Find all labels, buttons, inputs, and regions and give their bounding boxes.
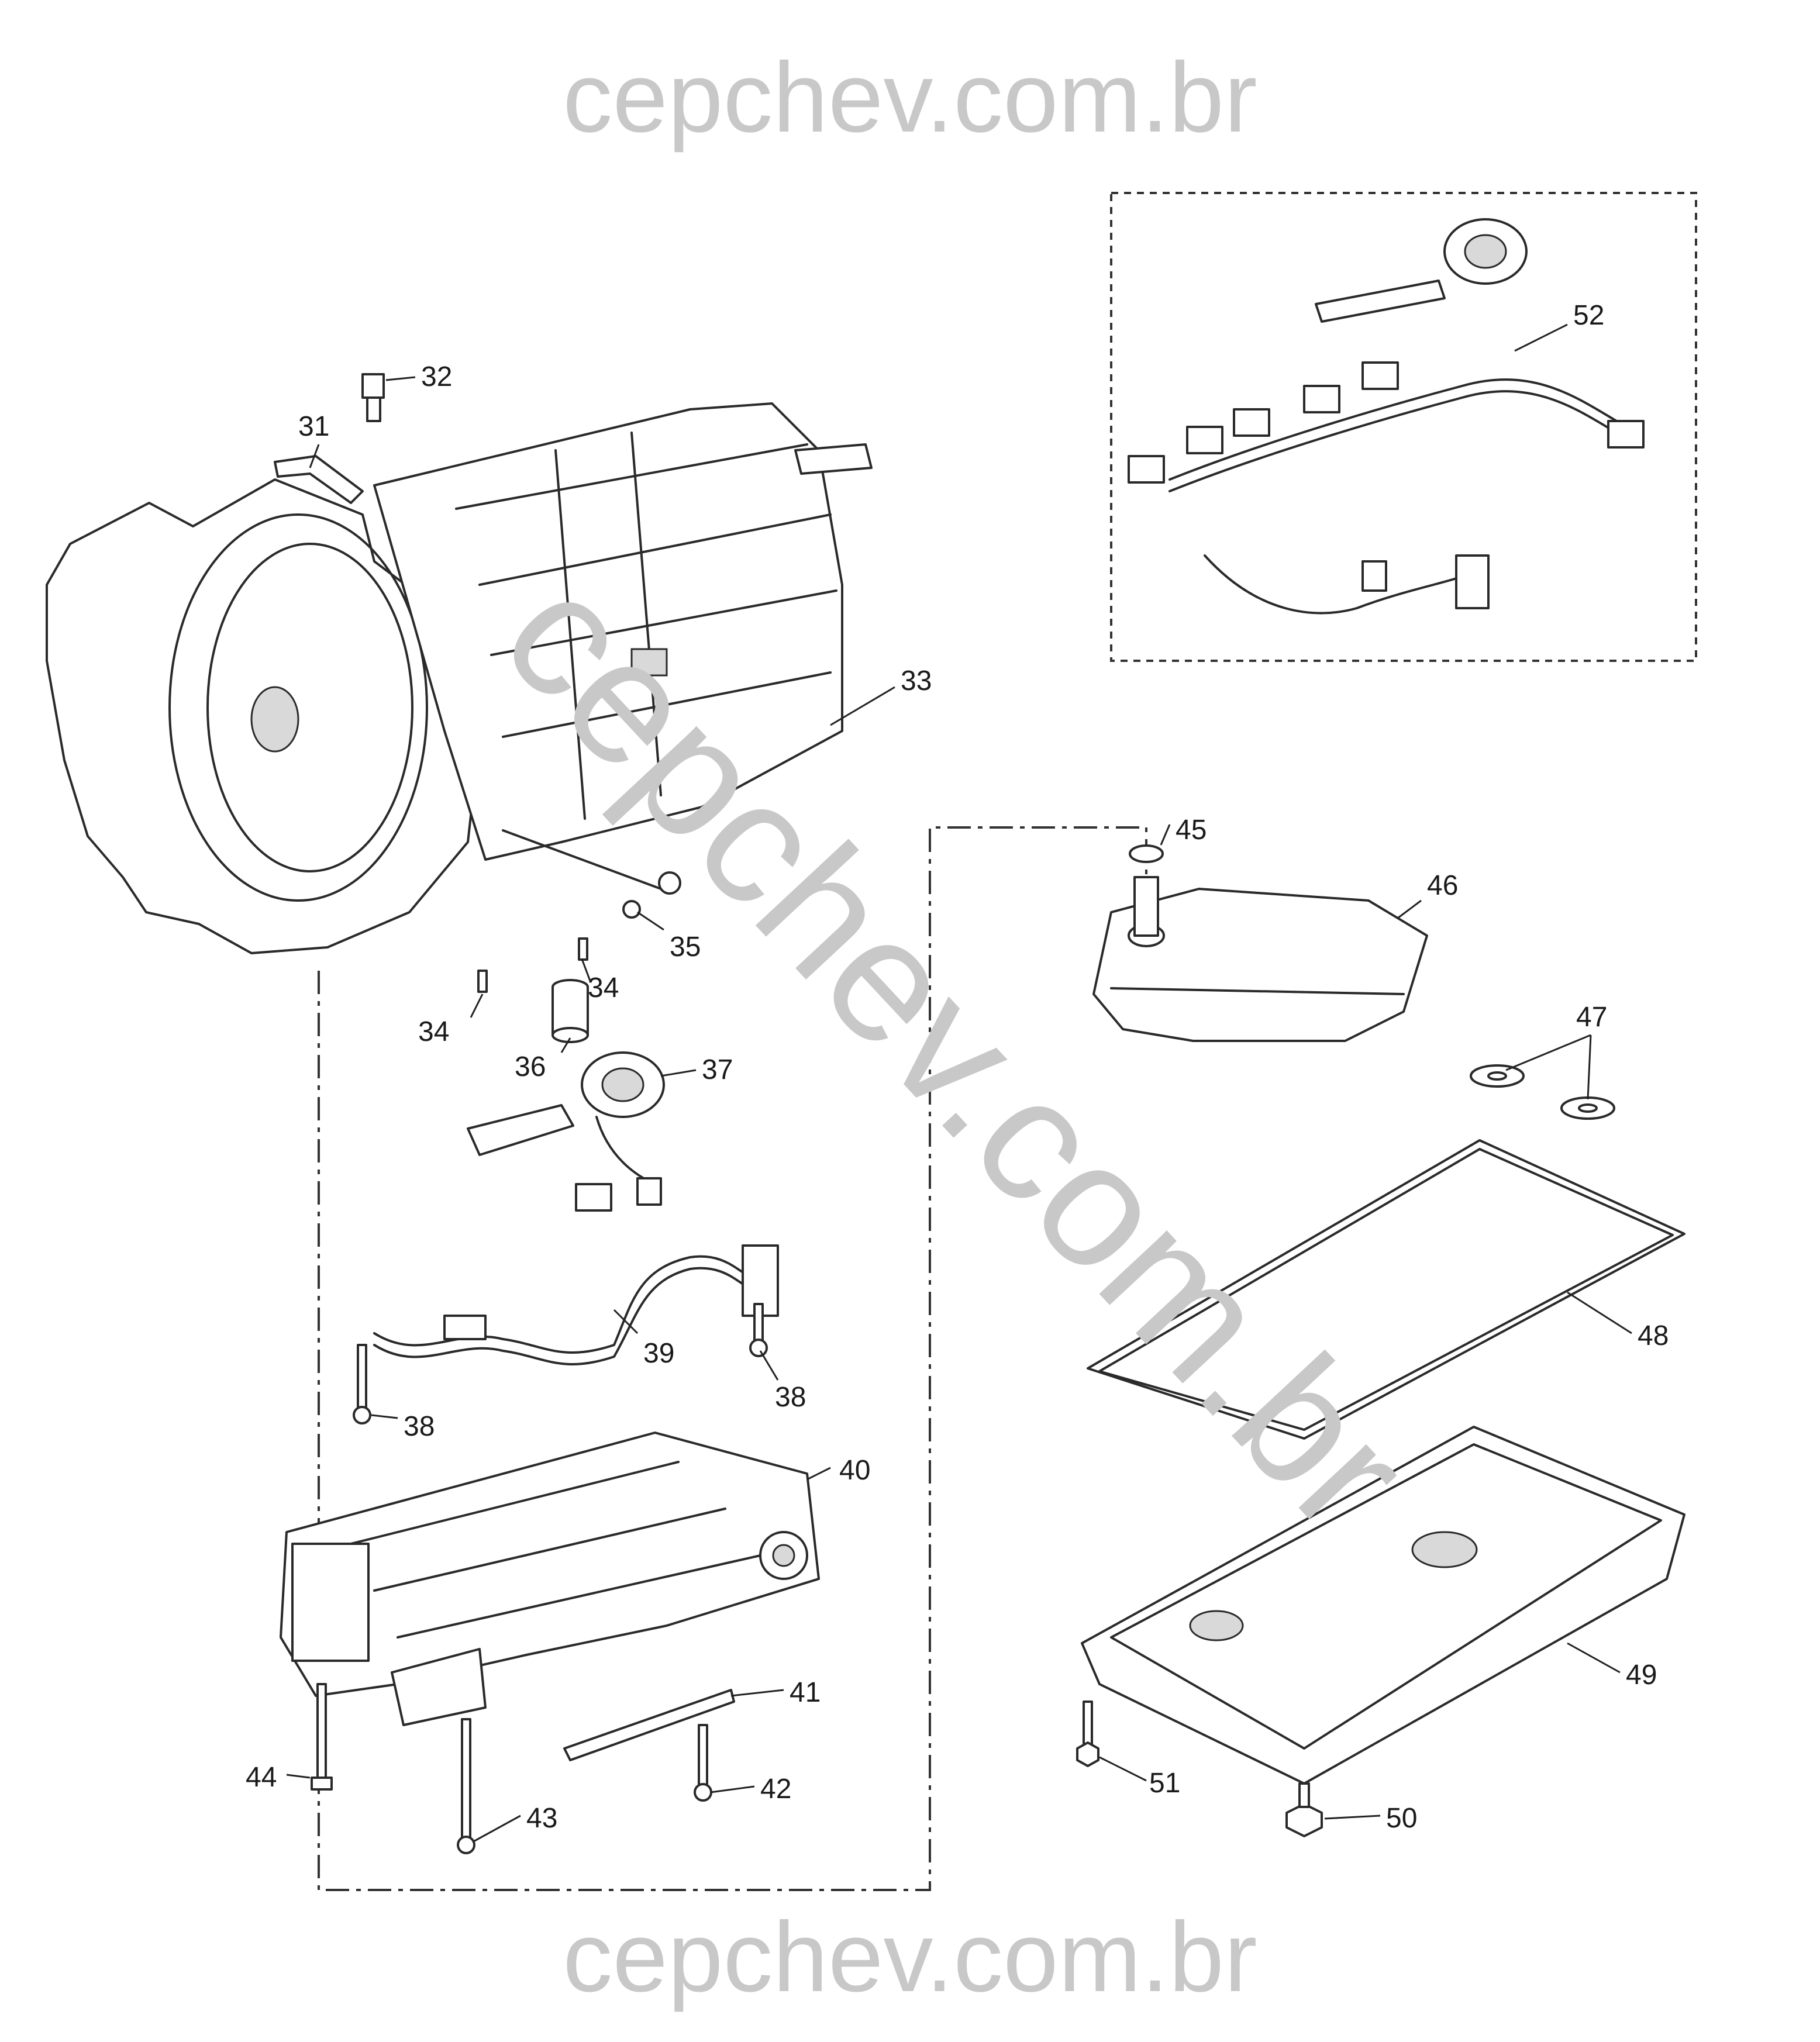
- callout-34-left: 34: [418, 1016, 449, 1047]
- callout-49: 49: [1626, 1660, 1657, 1691]
- callout-46: 46: [1427, 870, 1458, 901]
- callout-38-left: 38: [404, 1411, 435, 1442]
- oil-pan-bolt: [1076, 1700, 1099, 1767]
- callout-33: 33: [901, 665, 932, 696]
- callout-48: 48: [1638, 1320, 1669, 1351]
- valve-body-bolt-44: [311, 1683, 333, 1791]
- callout-39: 39: [643, 1338, 674, 1369]
- washer-right: [1560, 1096, 1615, 1120]
- harness-bolt-right: [749, 1303, 768, 1357]
- oil-pan: [1081, 1426, 1685, 1785]
- washer-left: [1470, 1064, 1525, 1088]
- callout-40: 40: [839, 1455, 870, 1486]
- valve-body-bracket: [563, 1689, 735, 1761]
- callout-31: 31: [298, 411, 329, 442]
- fluid-filter: [1092, 876, 1428, 1042]
- callout-42: 42: [760, 1774, 791, 1805]
- callout-45: 45: [1176, 815, 1207, 846]
- vent-plug: [361, 373, 385, 422]
- main-wiring-harness: [1128, 218, 1645, 615]
- oil-pan-gasket: [1087, 1139, 1685, 1440]
- callout-47: 47: [1576, 1002, 1607, 1033]
- harness-bolt-left: [353, 1344, 371, 1424]
- callout-34-right: 34: [588, 972, 619, 1003]
- callout-43: 43: [526, 1803, 557, 1834]
- callout-51: 51: [1149, 1768, 1180, 1799]
- callout-32: 32: [421, 361, 452, 392]
- breather-tube: [274, 455, 364, 504]
- manual-shaft-sleeve: [551, 979, 589, 1043]
- watermark-bottom: cepchev.com.br: [563, 1902, 1257, 2013]
- callout-labels: 31 32 33 34 34 35 36 37 38 39 38 40 41 4…: [246, 300, 1669, 1834]
- callout-36: 36: [515, 1051, 546, 1082]
- transmission-case: [46, 402, 873, 954]
- dowel-pin-right: [578, 937, 588, 961]
- leader-lines: [286, 323, 1632, 1843]
- watermark-top: cepchev.com.br: [563, 42, 1257, 153]
- callout-38-right: 38: [775, 1382, 806, 1413]
- callout-50: 50: [1386, 1803, 1417, 1834]
- callout-41: 41: [790, 1677, 821, 1708]
- harness-inset-frame: [1110, 192, 1697, 662]
- callout-37: 37: [702, 1054, 733, 1085]
- position-switch: [467, 1051, 665, 1212]
- callout-35: 35: [670, 932, 701, 963]
- valve-body-bolt-43: [457, 1718, 475, 1854]
- internal-wiring-harness: [373, 1244, 779, 1365]
- callout-44: 44: [246, 1762, 277, 1793]
- dowel-pin-left: [477, 970, 488, 993]
- valve-body-bolt-42: [694, 1724, 712, 1802]
- control-valve-body: [280, 1432, 820, 1726]
- filter-seal: [1129, 844, 1164, 863]
- callout-52: 52: [1573, 300, 1604, 331]
- drain-plug: [1285, 1782, 1323, 1837]
